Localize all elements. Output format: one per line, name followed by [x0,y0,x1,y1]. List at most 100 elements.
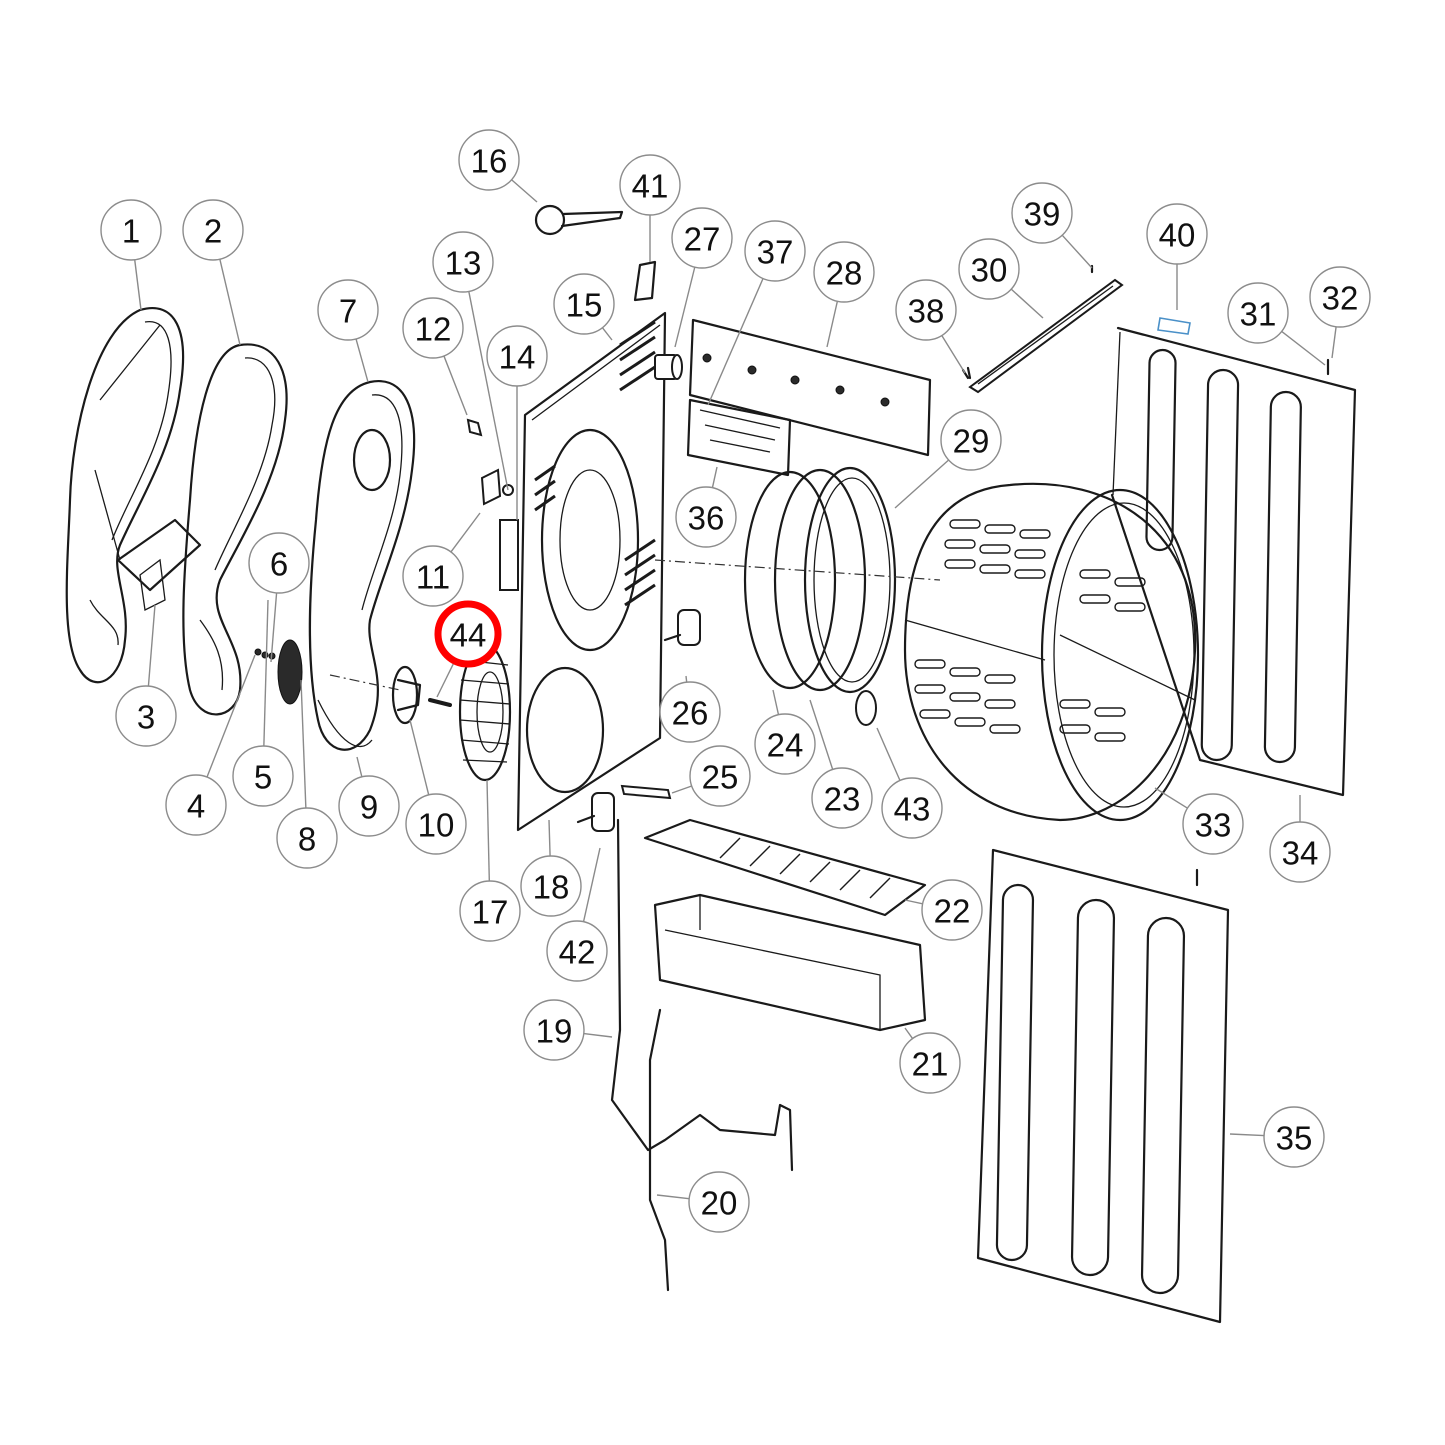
callout-number: 40 [1159,217,1196,254]
part-26-sensor [663,609,701,646]
callout-40[interactable]: 40 [1146,203,1208,310]
callout-10[interactable]: 10 [405,719,467,855]
callout-circle [1011,182,1073,244]
callout-18[interactable]: 18 [520,819,582,917]
callout-38[interactable]: 38 [895,279,966,374]
callout-2[interactable]: 2 [182,199,244,346]
callout-12[interactable]: 12 [402,297,468,416]
callout-circle [432,231,494,293]
leader-line [1331,326,1337,359]
callout-number: 44 [450,617,487,654]
callout-number: 41 [632,168,669,205]
callout-44[interactable]: 44 [434,600,502,698]
leader-line [1061,234,1093,269]
leader-line [674,266,696,348]
callout-24[interactable]: 24 [754,689,816,775]
callout-4[interactable]: 4 [165,654,256,836]
callout-circle [895,279,957,341]
callout-21[interactable]: 21 [899,1027,961,1094]
callout-32[interactable]: 32 [1309,266,1371,359]
callout-23[interactable]: 23 [809,699,873,829]
callout-number: 3 [137,699,155,736]
callout-42[interactable]: 42 [546,847,608,982]
callout-17[interactable]: 17 [459,779,521,942]
callout-37[interactable]: 37 [707,220,806,406]
callout-22[interactable]: 22 [904,879,983,941]
part-15-18-bulkhead [499,311,667,832]
leader-line [134,259,142,311]
callout-19[interactable]: 19 [523,999,613,1061]
part-7-9-blower-housing [308,380,416,751]
callout-15[interactable]: 15 [553,273,615,341]
callout-number: 6 [270,546,288,583]
part-38-screw [961,366,972,380]
callout-39[interactable]: 39 [1011,182,1093,269]
callout-13[interactable]: 13 [432,231,509,491]
callout-35[interactable]: 35 [1229,1106,1325,1168]
callout-circle [958,238,1020,300]
callout-number: 31 [1240,296,1277,333]
callout-circle [248,532,310,594]
callout-7[interactable]: 7 [317,279,379,383]
callout-20[interactable]: 20 [656,1171,750,1233]
part-28-control-panel [688,318,932,457]
callout-circle [338,775,400,837]
callout-28[interactable]: 28 [813,241,875,348]
callout-9[interactable]: 9 [338,756,400,837]
callout-3[interactable]: 3 [115,604,177,747]
part-22-filter-tray [643,818,927,917]
part-42-sensor [576,792,615,832]
callout-33[interactable]: 33 [1154,787,1244,855]
callout-25[interactable]: 25 [671,745,751,807]
callout-number: 10 [418,807,455,844]
leader-line [450,512,481,553]
callout-27[interactable]: 27 [671,207,733,348]
callout-8[interactable]: 8 [276,679,338,869]
callout-circle [1269,821,1331,883]
callout-number: 36 [688,500,725,537]
leader-line [1281,330,1326,366]
callout-43[interactable]: 43 [876,727,943,839]
callout-circle [940,409,1002,471]
callout-26[interactable]: 26 [659,675,721,743]
part-43-disc [855,690,877,726]
leader-line [941,335,966,374]
callout-16[interactable]: 16 [458,129,538,203]
callout-number: 18 [533,869,570,906]
callout-6[interactable]: 6 [248,532,310,663]
leader-line [443,355,468,416]
callout-34[interactable]: 34 [1269,795,1331,883]
part-10-bearing [391,665,422,725]
callout-circle [317,279,379,341]
part-25-bracket [620,784,672,800]
leader-line [582,847,601,922]
callout-number: 14 [499,339,536,376]
callout-14[interactable]: 14 [486,325,548,520]
callout-circle [405,793,467,855]
part-11-switch [480,468,502,506]
callout-number: 1 [122,213,140,250]
callout-number: 5 [254,759,272,796]
callout-number: 33 [1195,807,1232,844]
callout-31[interactable]: 31 [1227,282,1326,366]
callout-circle [811,767,873,829]
callout-number: 23 [824,781,861,818]
callout-11[interactable]: 11 [402,512,481,607]
callout-circle [675,486,737,548]
callout-1[interactable]: 1 [100,199,162,311]
callout-circle [100,199,162,261]
callout-36[interactable]: 36 [675,466,737,548]
callout-5[interactable]: 5 [232,599,294,807]
callout-circle [813,241,875,303]
callout-30[interactable]: 30 [958,238,1044,319]
leader-line [356,756,363,778]
callout-circle [921,879,983,941]
callout-number: 12 [415,311,452,348]
callout-circle [546,920,608,982]
callout-number: 42 [559,934,596,971]
leader-line [904,899,923,905]
callout-number: 30 [971,252,1008,289]
callout-29[interactable]: 29 [894,409,1002,509]
callout-41[interactable]: 41 [619,154,681,262]
